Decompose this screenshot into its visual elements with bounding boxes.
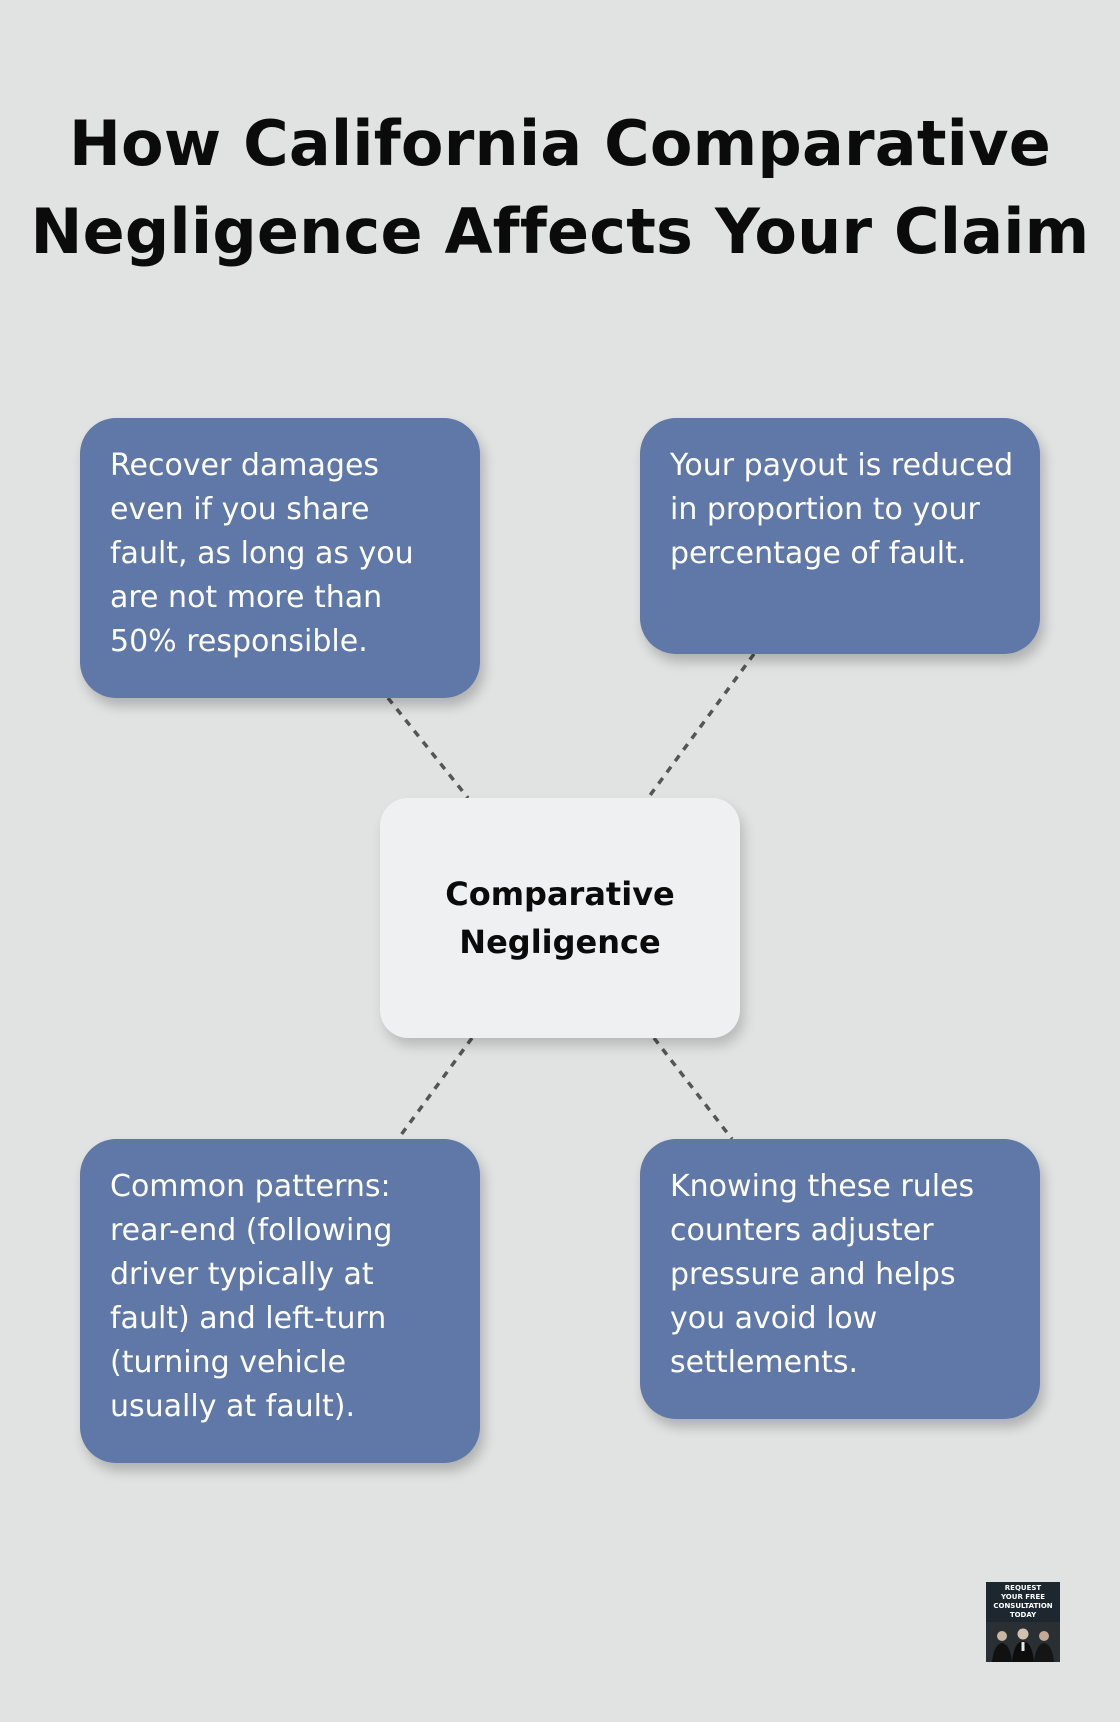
info-box-shared-fault: Recover damages even if you share fault,… <box>80 418 480 698</box>
page-title: How California Comparative Negligence Af… <box>0 100 1120 276</box>
connector-bottom-left <box>396 1036 474 1141</box>
info-box-adjuster-pressure: Knowing these rules counters adjuster pr… <box>640 1139 1040 1419</box>
attorneys-photo-icon <box>986 1622 1060 1662</box>
info-box-common-patterns: Common patterns: rear-end (following dri… <box>80 1139 480 1463</box>
connector-top-right <box>646 652 756 800</box>
consultation-badge-text: REQUEST YOUR FREE CONSULTATION TODAY <box>993 1584 1053 1619</box>
title-line-2: Negligence Affects Your Claim <box>30 195 1090 268</box>
connector-bottom-right <box>652 1036 734 1141</box>
center-node: Comparative Negligence <box>380 798 740 1038</box>
title-line-1: How California Comparative <box>68 107 1052 180</box>
consultation-badge[interactable]: REQUEST YOUR FREE CONSULTATION TODAY <box>986 1582 1060 1662</box>
connector-top-left <box>386 696 470 800</box>
center-line-1: Comparative <box>445 875 675 913</box>
info-box-payout-reduction: Your payout is reduced in proportion to … <box>640 418 1040 654</box>
center-line-2: Negligence <box>459 923 661 961</box>
